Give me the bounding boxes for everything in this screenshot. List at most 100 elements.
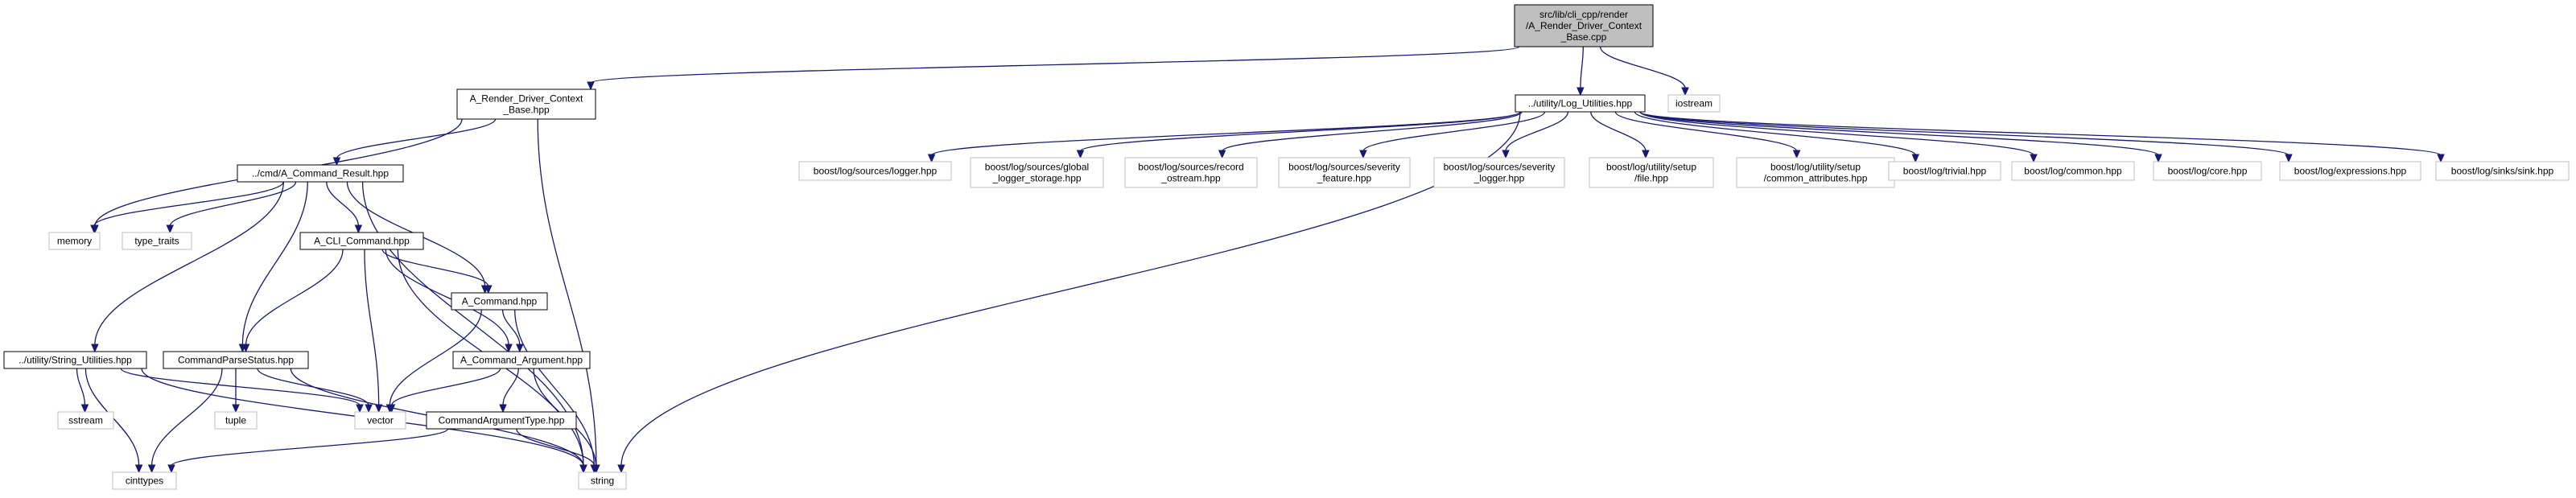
arrowhead-root-to-logutil (1577, 87, 1585, 97)
node-b_setupfile-label-line-1: /file.hpp (1634, 173, 1668, 184)
node-b_sevfeat: boost/log/sources/severity_feature.hpp (1278, 157, 1411, 188)
node-b_record-box (1124, 157, 1258, 188)
edge-clicmd-to-vector (364, 249, 380, 406)
edge-cat-to-string (516, 428, 596, 467)
node-memory: memory (48, 232, 101, 250)
node-b_logger-box (798, 161, 952, 181)
node-b_global-box (970, 157, 1104, 188)
node-acmd[interactable]: A_Command.hpp (451, 292, 548, 311)
node-root-label-line-1: /A_Render_Driver_Context (1526, 20, 1642, 31)
node-acarg[interactable]: A_Command_Argument.hpp (452, 351, 591, 369)
arrowhead-logutil-to-b_trivial (1911, 154, 1920, 163)
node-logutil[interactable]: ../utility/Log_Utilities.hpp (1515, 94, 1646, 113)
node-string-label-line-0: string (591, 475, 614, 487)
node-cat[interactable]: CommandArgumentType.hpp (426, 411, 577, 430)
edges-layer (76, 46, 2445, 474)
node-root[interactable]: src/lib/cli_cpp/render/A_Render_Driver_C… (1514, 4, 1654, 47)
node-acarg-label-line-0: A_Command_Argument.hpp (460, 355, 583, 366)
node-b_logger: boost/log/sources/logger.hpp (798, 161, 952, 181)
arrowhead-logutil-to-b_common (2030, 154, 2038, 163)
node-b_sink: boost/log/sinks/sink.hpp (2435, 161, 2570, 181)
node-memory-box (48, 232, 101, 250)
node-string-box (578, 471, 627, 490)
node-root-box (1514, 4, 1654, 47)
arrowhead-cps-to-cinttypes (147, 464, 156, 474)
node-b_core-label-line-0: boost/log/core.hpp (2168, 166, 2248, 177)
arrowhead-logutil-to-string (617, 464, 625, 474)
edge-root-to-iostream (1599, 46, 1686, 89)
node-b_record-label-line-0: boost/log/sources/record (1138, 162, 1243, 173)
arrowhead-cps-to-string (579, 464, 587, 474)
edge-cmdres-to-memory (93, 181, 284, 227)
arrowhead-strutil-to-vector (356, 404, 364, 414)
edge-cmdres-to-cps (241, 181, 308, 346)
node-cinttypes: cinttypes (112, 471, 177, 490)
node-iostream: iostream (1667, 94, 1721, 113)
arrowhead-acmd-to-acarg (516, 344, 524, 353)
edge-clicmd-to-acarg (385, 249, 509, 346)
node-cps-label-line-0: CommandParseStatus.hpp (178, 355, 294, 366)
arrowhead-cat-to-string (590, 464, 599, 474)
node-cat-label-line-0: CommandArgumentType.hpp (439, 415, 565, 426)
edge-rdcb-to-string (537, 118, 597, 467)
node-b_sevfeat-label-line-0: boost/log/sources/severity (1288, 162, 1400, 173)
node-cat-box (426, 411, 577, 430)
node-rdcb-label-line-0: A_Render_Driver_Context (470, 93, 583, 105)
node-b_setupfile-label-line-0: boost/log/utility/setup (1606, 162, 1696, 173)
edge-logutil-to-b_logger (930, 111, 1521, 156)
node-b_sevlog-label-line-1: _logger.hpp (1473, 173, 1525, 184)
node-iostream-box (1667, 94, 1721, 113)
arrowhead-logutil-to-b_global (1076, 150, 1085, 159)
node-acmd-label-line-0: A_Command.hpp (462, 296, 538, 307)
edge-logutil-to-b_common (1639, 111, 2034, 156)
edge-cmdres-to-strutil (94, 181, 284, 346)
node-sstream-box (57, 411, 114, 430)
edge-rdcb-to-cmdres (336, 118, 497, 159)
node-clicmd[interactable]: A_CLI_Command.hpp (299, 232, 424, 250)
node-root-label-line-0: src/lib/cli_cpp/render (1539, 9, 1628, 20)
node-rdcb[interactable]: A_Render_Driver_Context_Base.hpp (456, 88, 596, 120)
node-b_sevlog-box (1433, 157, 1565, 188)
node-root-label-line-2: _Base.cpp (1560, 31, 1607, 43)
node-cps[interactable]: CommandParseStatus.hpp (163, 351, 309, 369)
node-tuple: tuple (214, 411, 258, 430)
edge-logutil-to-b_core (1639, 111, 2159, 156)
node-b_sink-label-line-0: boost/log/sinks/sink.hpp (2451, 166, 2554, 177)
node-typetraits: type_traits (122, 232, 192, 250)
arrowhead-cmdres-to-memory (90, 224, 98, 234)
node-strutil-label-line-0: ../utility/String_Utilities.hpp (19, 355, 132, 366)
arrowhead-cmdres-to-clicmd (354, 224, 363, 234)
edge-logutil-to-b_global (1079, 111, 1521, 152)
edge-acarg-to-vector (390, 368, 501, 406)
node-cmdres[interactable]: ../cmd/A_Command_Result.hpp (237, 164, 404, 183)
edge-cmdres-to-clicmd (326, 181, 360, 227)
edge-logutil-to-b_setupattr (1614, 111, 1798, 152)
node-b_common-box (2011, 161, 2135, 181)
node-rdcb-label-line-1: _Base.hpp (502, 105, 550, 116)
node-typetraits-label-line-0: type_traits (134, 236, 179, 247)
arrowhead-acarg-to-cat (499, 404, 507, 414)
node-b_setupfile: boost/log/utility/setup/file.hpp (1589, 157, 1714, 188)
node-tuple-label-line-0: tuple (225, 415, 246, 426)
node-strutil[interactable]: ../utility/String_Utilities.hpp (3, 351, 147, 369)
edge-cat-to-cinttypes (171, 428, 449, 467)
node-clicmd-box (299, 232, 424, 250)
node-b_core: boost/log/core.hpp (2153, 161, 2262, 181)
node-cinttypes-box (112, 471, 177, 490)
edge-logutil-to-b_expr (1639, 111, 2290, 156)
arrowhead-logutil-to-b_sevlog (1502, 150, 1510, 159)
arrowhead-cps-to-tuple (232, 404, 240, 414)
node-clicmd-label-line-0: A_CLI_Command.hpp (314, 236, 410, 247)
node-b_expr-label-line-0: boost/log/expressions.hpp (2294, 166, 2407, 177)
arrowhead-root-to-rdcb (587, 81, 595, 91)
node-iostream-label-line-0: iostream (1675, 98, 1713, 109)
arrowhead-strutil-to-sstream (80, 404, 89, 414)
node-logutil-box (1515, 94, 1646, 113)
arrowhead-logutil-to-b_expr (2285, 154, 2293, 163)
edge-root-to-logutil (1580, 46, 1584, 89)
arrowhead-logutil-to-b_sink (2437, 154, 2445, 163)
node-cmdres-label-line-0: ../cmd/A_Command_Result.hpp (252, 168, 389, 179)
edge-logutil-to-b_setupfile (1590, 111, 1647, 152)
node-b_sink-box (2435, 161, 2570, 181)
